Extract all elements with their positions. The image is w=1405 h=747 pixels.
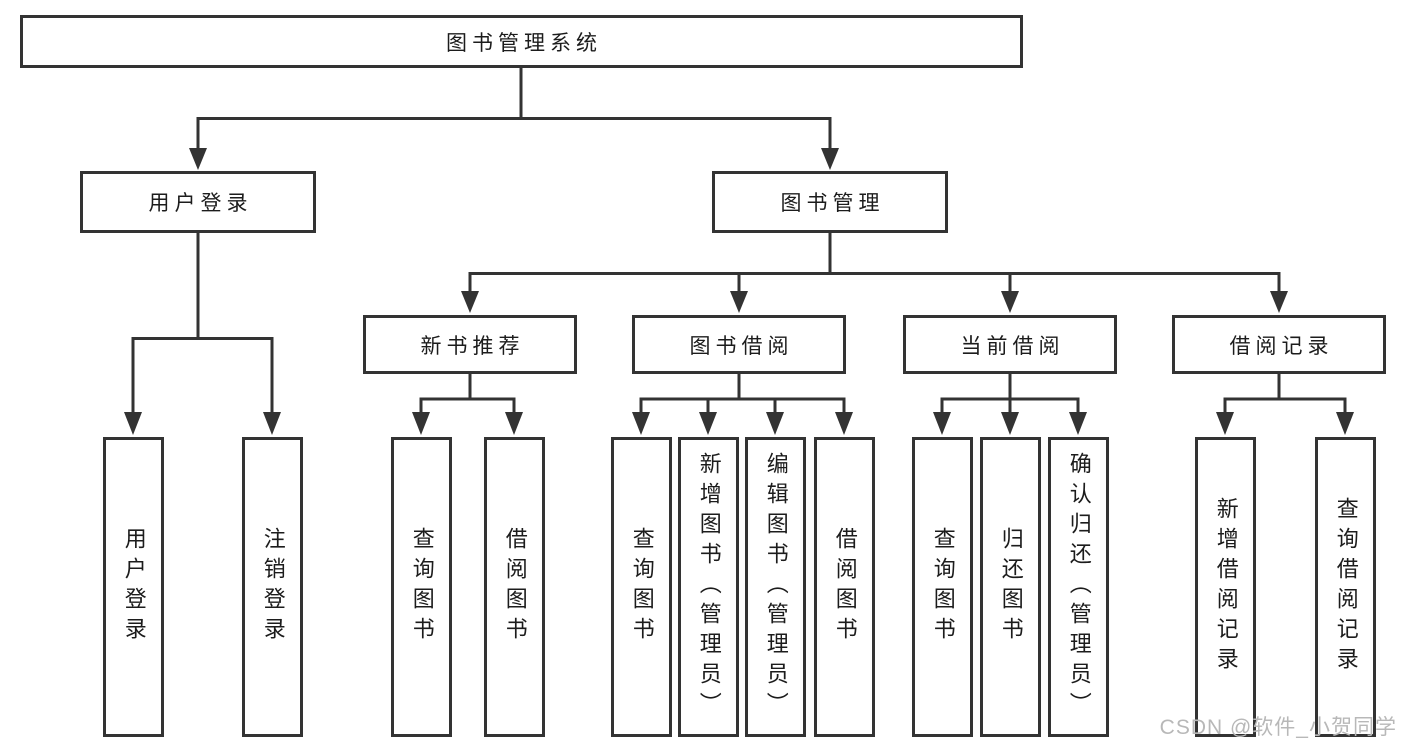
leaf-query-books-borrow: 查询图书 [611, 437, 672, 737]
leaf-query-books-recommend: 查询图书 [391, 437, 452, 737]
node-label: 图书管理 [780, 192, 885, 215]
arrow-down-icon [1001, 412, 1019, 435]
node-label: 归还图书 [998, 527, 1024, 647]
node-label: 借阅记录 [1229, 334, 1334, 358]
node-label: 图书管理系统 [446, 31, 602, 55]
connector-user-login-to-leaves [124, 233, 281, 435]
connector-new-book-recommend-to-leaves [412, 374, 523, 435]
node-label: 当前借阅 [960, 334, 1065, 358]
node-label: 新书推荐 [420, 334, 525, 358]
arrow-down-icon [1336, 412, 1354, 435]
node-label: 用户登录 [121, 527, 147, 647]
arrow-down-icon [632, 412, 650, 435]
leaf-borrow-books-recommend: 借阅图书 [484, 437, 545, 737]
node-label: 借阅图书 [832, 527, 858, 647]
arrow-down-icon [412, 412, 430, 435]
node-borrow-records: 借阅记录 [1172, 315, 1386, 374]
node-label: 新增借阅记录 [1213, 497, 1239, 677]
leaf-query-books-current: 查询图书 [912, 437, 973, 737]
arrow-down-icon [766, 412, 784, 435]
arrow-down-icon [505, 412, 523, 435]
connector-root-to-level2 [189, 68, 839, 170]
csdn-watermark: CSDN @软件_小贺同学 [1159, 716, 1397, 739]
node-label: 查询图书 [930, 527, 956, 647]
arrow-down-icon [189, 148, 207, 170]
node-label: 新增图书（管理员） [696, 452, 722, 722]
arrow-down-icon [461, 291, 479, 313]
node-label: 注销登录 [260, 527, 286, 647]
node-label: 编辑图书（管理员） [763, 452, 789, 722]
arrow-down-icon [933, 412, 951, 435]
node-label: 查询借阅记录 [1333, 497, 1359, 677]
arrow-down-icon [1270, 291, 1288, 313]
node-label: 查询图书 [629, 527, 655, 647]
arrow-down-icon [263, 412, 281, 435]
node-user-login: 用户登录 [80, 171, 316, 233]
node-current-borrow: 当前借阅 [903, 315, 1117, 374]
leaf-add-book-admin: 新增图书（管理员） [678, 437, 739, 737]
leaf-borrow-books: 借阅图书 [814, 437, 875, 737]
leaf-add-borrow-record: 新增借阅记录 [1195, 437, 1256, 737]
connector-book-borrow-to-leaves [632, 374, 853, 435]
node-label: 用户登录 [148, 192, 253, 215]
leaf-return-books: 归还图书 [980, 437, 1041, 737]
leaf-logout: 注销登录 [242, 437, 303, 737]
node-label: 借阅图书 [502, 527, 528, 647]
node-label: 图书借阅 [689, 334, 794, 358]
arrow-down-icon [1001, 291, 1019, 313]
arrow-down-icon [699, 412, 717, 435]
arrow-down-icon [821, 148, 839, 170]
leaf-user-login: 用户登录 [103, 437, 164, 737]
arrow-down-icon [730, 291, 748, 313]
connector-current-borrow-to-leaves [933, 374, 1087, 435]
node-book-management: 图书管理 [712, 171, 948, 233]
leaf-confirm-return-admin: 确认归还（管理员） [1048, 437, 1109, 737]
leaf-edit-book-admin: 编辑图书（管理员） [745, 437, 806, 737]
arrow-down-icon [1216, 412, 1234, 435]
leaf-query-borrow-record: 查询借阅记录 [1315, 437, 1376, 737]
arrow-down-icon [124, 412, 142, 435]
connector-borrow-records-to-leaves [1216, 374, 1354, 435]
connector-book-management-to-level3 [461, 233, 1288, 313]
node-book-borrow: 图书借阅 [632, 315, 846, 374]
arrow-down-icon [835, 412, 853, 435]
node-library-management-system: 图书管理系统 [20, 15, 1023, 68]
arrow-down-icon [1069, 412, 1087, 435]
node-new-book-recommend: 新书推荐 [363, 315, 577, 374]
node-label: 确认归还（管理员） [1066, 452, 1092, 722]
node-label: 查询图书 [409, 527, 435, 647]
